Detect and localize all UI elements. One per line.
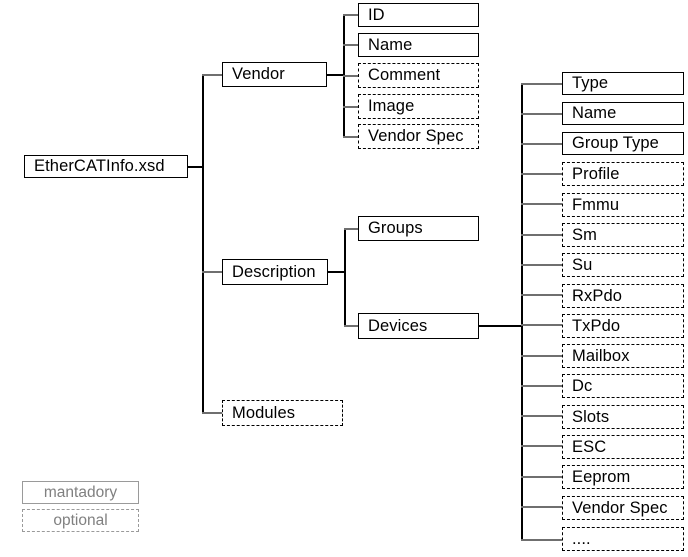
- node-label: Image: [368, 97, 415, 116]
- edge-devices-to-sm: [521, 234, 563, 236]
- edge-devices-to-esc: [521, 445, 563, 447]
- node-device-eeprom[interactable]: Eeprom: [562, 465, 684, 489]
- node-device-su[interactable]: Su: [562, 253, 684, 277]
- node-device-rxpdo[interactable]: RxPdo: [562, 284, 684, 308]
- node-device-txpdo[interactable]: TxPdo: [562, 314, 684, 338]
- node-label: ....: [572, 529, 591, 548]
- node-label: Profile: [572, 164, 620, 183]
- node-vendor-vendor-spec[interactable]: Vendor Spec: [358, 124, 479, 149]
- edge-devices-to-profile: [521, 173, 563, 175]
- node-label: ID: [368, 5, 385, 24]
- node-label: Type: [572, 74, 609, 93]
- node-description[interactable]: Description: [222, 259, 328, 285]
- edge-vendor-to-comment: [343, 75, 359, 77]
- node-label: Modules: [232, 403, 296, 422]
- edge-devices-to-eeprom: [521, 476, 563, 478]
- node-device-esc[interactable]: ESC: [562, 435, 684, 459]
- edge-vendor-stub: [327, 74, 344, 76]
- edge-devices-to-type: [521, 83, 563, 85]
- node-vendor-name[interactable]: Name: [358, 33, 479, 57]
- node-label: Vendor Spec: [368, 127, 464, 146]
- edge-devices-children-trunk: [521, 83, 523, 540]
- node-label: Mailbox: [572, 346, 630, 365]
- edge-vendor-to-name: [343, 44, 359, 46]
- node-device-more[interactable]: ....: [562, 527, 684, 551]
- node-device-mailbox[interactable]: Mailbox: [562, 344, 684, 368]
- node-device-fmmu[interactable]: Fmmu: [562, 193, 684, 217]
- node-label: TxPdo: [572, 316, 621, 335]
- node-device-name[interactable]: Name: [562, 102, 684, 125]
- legend-optional: optional: [22, 509, 139, 532]
- edge-devices-to-mailbox: [521, 355, 563, 357]
- node-label: Eeprom: [572, 467, 631, 486]
- node-label: Comment: [368, 66, 441, 85]
- edge-devices-to-name: [521, 113, 563, 115]
- node-label: ESC: [572, 437, 607, 456]
- node-device-slots[interactable]: Slots: [562, 405, 684, 429]
- edge-description-to-devices: [344, 325, 359, 327]
- node-label: EtherCATInfo.xsd: [34, 157, 165, 176]
- node-ethercatinfo-xsd[interactable]: EtherCATInfo.xsd: [24, 155, 188, 178]
- node-label: Su: [572, 255, 593, 274]
- legend-mandatory-label: mantadory: [43, 483, 118, 501]
- edge-vendor-to-id: [343, 14, 359, 16]
- edge-devices-to-txpdo: [521, 324, 563, 326]
- edge-devices-to-vendorspec: [521, 506, 563, 508]
- node-groups[interactable]: Groups: [358, 216, 479, 241]
- edge-trunk-to-description: [202, 271, 223, 273]
- edge-devices-to-grouptype: [521, 143, 563, 145]
- edge-trunk-to-vendor: [202, 74, 223, 76]
- node-label: Slots: [572, 407, 610, 426]
- node-vendor-id[interactable]: ID: [358, 3, 479, 27]
- node-label: Description: [232, 262, 316, 281]
- edge-trunk-to-modules: [202, 412, 223, 414]
- edge-description-stub: [328, 271, 345, 273]
- edge-devices-to-fmmu: [521, 203, 563, 205]
- node-vendor-image[interactable]: Image: [358, 94, 479, 119]
- node-label: Name: [572, 104, 617, 123]
- node-device-vendor-spec[interactable]: Vendor Spec: [562, 496, 684, 520]
- edge-level1-trunk: [202, 74, 204, 413]
- node-device-profile[interactable]: Profile: [562, 162, 684, 186]
- edge-devices-to-dc: [521, 385, 563, 387]
- node-label: Groups: [368, 219, 423, 238]
- node-label: Vendor Spec: [572, 498, 668, 517]
- node-label: Dc: [572, 376, 593, 395]
- edge-devices-to-rxpdo: [521, 294, 563, 296]
- edge-devices-to-su: [521, 264, 563, 266]
- node-label: RxPdo: [572, 286, 623, 305]
- edge-devices-stub: [479, 325, 522, 327]
- node-label: Vendor: [232, 65, 285, 84]
- node-modules[interactable]: Modules: [222, 400, 343, 426]
- node-device-group-type[interactable]: Group Type: [562, 132, 684, 155]
- node-device-dc[interactable]: Dc: [562, 374, 684, 398]
- node-label: Name: [368, 35, 413, 54]
- node-vendor[interactable]: Vendor: [222, 62, 327, 87]
- node-label: Sm: [572, 225, 597, 244]
- edge-vendor-to-image: [343, 106, 359, 108]
- legend-optional-label: optional: [53, 511, 108, 529]
- edge-description-to-groups: [344, 228, 359, 230]
- edge-root-stub: [188, 166, 203, 168]
- node-devices[interactable]: Devices: [358, 313, 479, 339]
- node-device-type[interactable]: Type: [562, 72, 684, 95]
- edge-devices-to-slots: [521, 415, 563, 417]
- node-device-sm[interactable]: Sm: [562, 223, 684, 247]
- node-vendor-comment[interactable]: Comment: [358, 63, 479, 88]
- legend-mandatory: mantadory: [22, 481, 139, 504]
- edge-vendor-to-vendorspec: [343, 136, 359, 138]
- edge-devices-to-more: [521, 539, 563, 541]
- edge-description-children-trunk: [344, 228, 346, 326]
- node-label: Group Type: [572, 134, 659, 153]
- node-label: Fmmu: [572, 195, 620, 214]
- node-label: Devices: [368, 316, 428, 335]
